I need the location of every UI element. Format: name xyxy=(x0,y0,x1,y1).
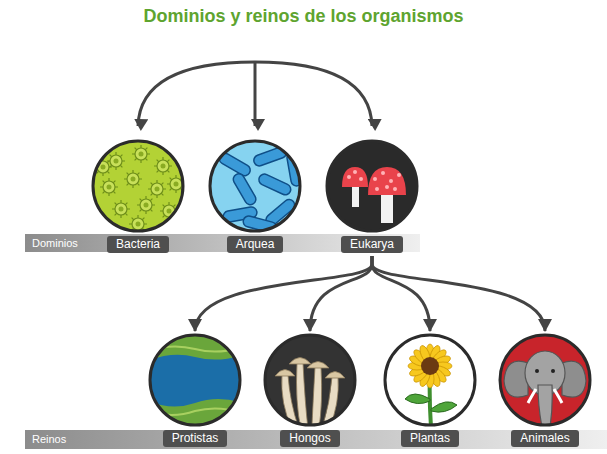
kingdom-circle: Plantas xyxy=(380,333,480,447)
name-tag: Hongos xyxy=(280,430,339,447)
kingdom-circle: Hongos xyxy=(260,333,360,447)
band-label: Reinos xyxy=(32,432,66,446)
domain-arrow xyxy=(254,62,257,126)
illustration xyxy=(498,333,592,427)
illustration xyxy=(383,333,477,427)
band-label: Dominios xyxy=(32,236,78,250)
domain-circle: Arquea xyxy=(205,139,305,253)
name-tag: Eukarya xyxy=(341,236,403,253)
illustration xyxy=(208,139,302,233)
name-tag: Arquea xyxy=(227,236,284,253)
domain-circle: Bacteria xyxy=(88,139,188,253)
connector xyxy=(310,256,372,331)
kingdom-circle: Protistas xyxy=(145,333,245,447)
illustration xyxy=(263,333,357,427)
illustration xyxy=(91,139,185,233)
connector xyxy=(372,256,430,331)
domain-arrow xyxy=(255,62,372,126)
connector xyxy=(372,256,545,331)
name-tag: Animales xyxy=(511,430,578,447)
domain-circle: Eukarya xyxy=(322,139,422,253)
connector xyxy=(195,256,372,331)
name-tag: Bacteria xyxy=(107,236,169,253)
domain-arrow xyxy=(138,62,255,126)
name-tag: Protistas xyxy=(163,430,228,447)
illustration xyxy=(148,333,242,427)
name-tag: Plantas xyxy=(401,430,459,447)
illustration xyxy=(325,139,419,233)
title: Dominios y reinos de los organismos xyxy=(0,6,607,27)
kingdom-circle: Animales xyxy=(495,333,595,447)
